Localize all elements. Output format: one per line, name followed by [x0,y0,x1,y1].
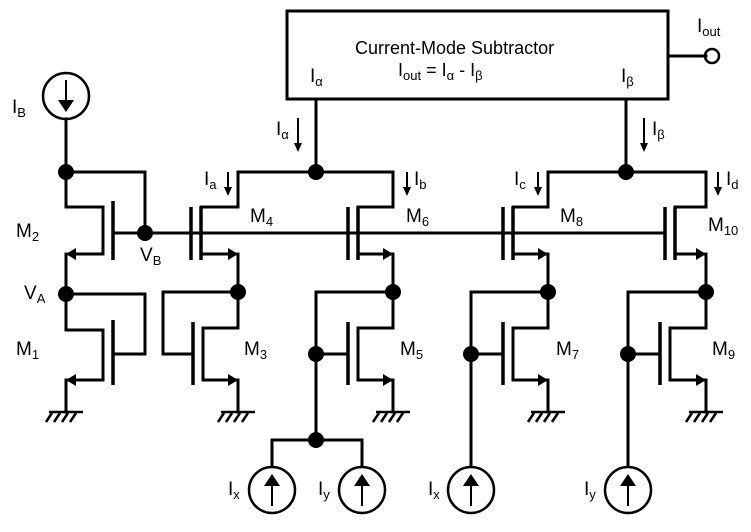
current-source-iy-2 [603,465,653,515]
label-i-alpha: Iα [276,119,289,142]
label-m7: M7 [556,339,580,362]
current-source-iy-1 [337,465,387,515]
label-vb: VB [140,245,162,268]
current-source-ix-1 [247,465,297,515]
subtractor-equation: Iout = Iα - Iβ [398,60,483,83]
label-m6: M6 [406,206,430,229]
label-i-beta: Iβ [652,119,665,142]
label-m2: M2 [16,221,40,244]
ground-symbol [216,410,255,423]
label-ib-branch: Ib [414,169,427,192]
label-ix-2: Ix [428,479,440,502]
label-ic: Ic [514,169,526,192]
label-m1: M1 [16,339,40,362]
label-i-beta-port: Iβ [621,66,634,89]
label-m8: M8 [560,206,584,229]
ground-symbol [44,410,83,423]
label-iy-1: Iy [318,479,330,502]
label-iout: Iout [697,16,721,39]
ground-symbol [526,410,565,423]
label-va: VA [24,283,46,306]
label-m3: M3 [244,339,268,362]
label-ib: IB [12,97,26,120]
label-ia: Ia [204,169,217,192]
current-source-ix-2 [446,465,496,515]
output-terminal [703,47,721,65]
ground-symbol [684,410,723,423]
label-m4: M4 [250,206,274,229]
label-m5: M5 [400,339,424,362]
label-m9: M9 [712,339,736,362]
label-i-alpha-port: Iα [310,66,323,89]
label-iy-2: Iy [584,479,596,502]
label-ix-1: Ix [228,479,240,502]
subtractor-title: Current-Mode Subtractor [355,38,555,58]
ground-symbol [371,410,410,423]
label-m10: M10 [708,215,739,238]
label-id: Id [726,169,739,192]
